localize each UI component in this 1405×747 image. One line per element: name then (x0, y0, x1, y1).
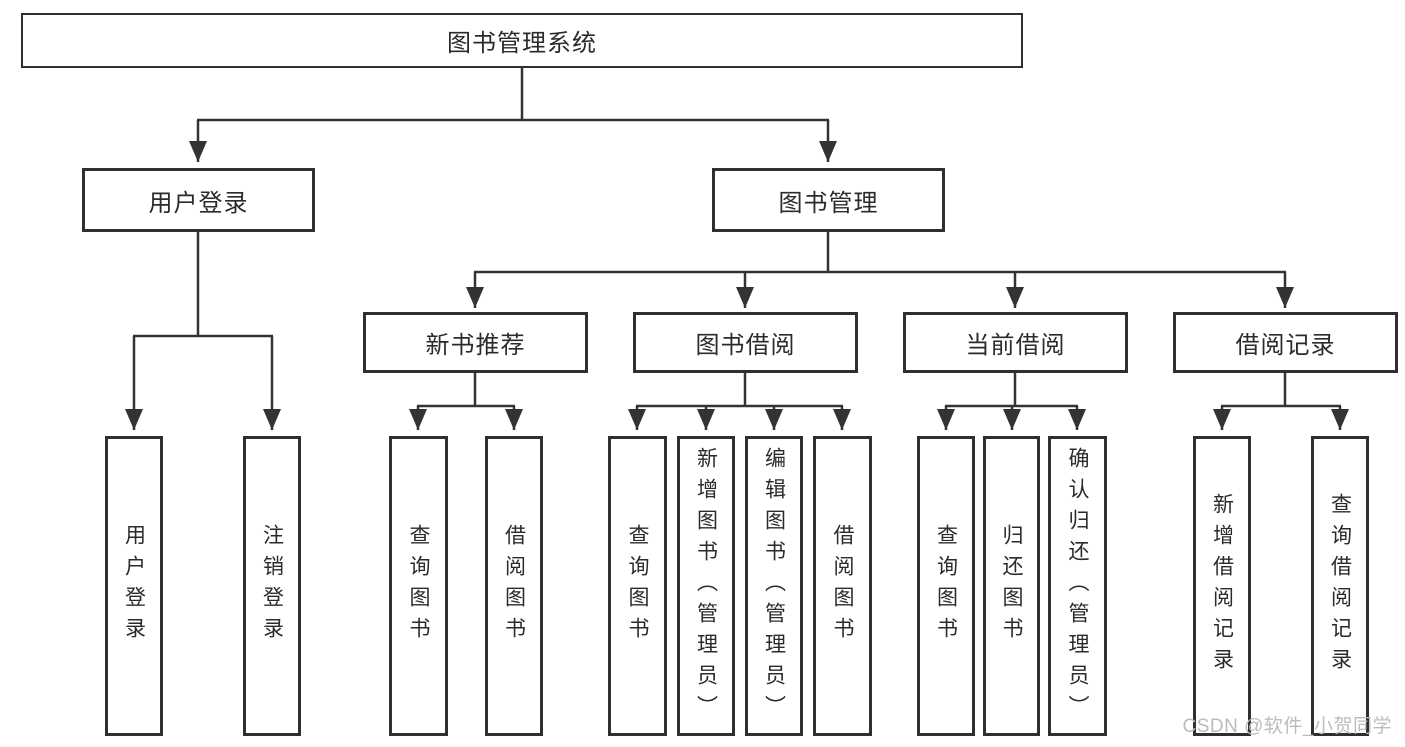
node-current-borrow: 当前借阅 (903, 312, 1128, 373)
leaf-borrow-books-recommend-label: 借阅图书 (502, 524, 526, 648)
leaf-confirm-return-admin-label: 确认归还（管理员） (1066, 446, 1089, 726)
leaf-query-books-current-label: 查询图书 (934, 524, 958, 648)
connector-lines (125, 68, 1349, 430)
leaf-edit-books-admin-label: 编辑图书（管理员） (762, 446, 786, 726)
leaf-logout-label: 注销登录 (260, 524, 284, 648)
leaf-add-borrow-record: 新增借阅记录 (1193, 436, 1251, 736)
leaf-query-books-recommend-label: 查询图书 (407, 524, 430, 648)
leaf-user-login-label: 用户登录 (122, 524, 146, 648)
leaf-query-books-current: 查询图书 (917, 436, 975, 736)
node-user-login: 用户登录 (82, 168, 315, 232)
leaf-query-borrow-record: 查询借阅记录 (1311, 436, 1369, 736)
leaf-return-books: 归还图书 (983, 436, 1040, 736)
node-book-management: 图书管理 (712, 168, 945, 232)
leaf-return-books-label: 归还图书 (1000, 524, 1023, 648)
leaf-edit-books-admin: 编辑图书（管理员） (745, 436, 803, 736)
leaf-borrow-books: 借阅图书 (813, 436, 872, 736)
node-library-management-system: 图书管理系统 (21, 13, 1023, 68)
watermark: CSDN @软件_小贺同学 (1182, 716, 1392, 737)
node-borrow-records-label: 借阅记录 (1235, 332, 1336, 359)
leaf-query-books-borrow-label: 查询图书 (626, 524, 649, 648)
leaf-confirm-return-admin: 确认归还（管理员） (1048, 436, 1107, 736)
node-library-management-system-label: 图书管理系统 (447, 30, 597, 57)
node-new-book-recommend: 新书推荐 (363, 312, 588, 373)
node-current-borrow-label: 当前借阅 (965, 332, 1066, 359)
leaf-add-books-admin: 新增图书（管理员） (677, 436, 735, 736)
leaf-borrow-books-label: 借阅图书 (831, 524, 854, 648)
leaf-query-books-recommend: 查询图书 (389, 436, 448, 736)
leaf-query-borrow-record-label: 查询借阅记录 (1328, 493, 1352, 679)
leaf-query-books-borrow: 查询图书 (608, 436, 667, 736)
node-book-borrow: 图书借阅 (633, 312, 858, 373)
node-book-management-label: 图书管理 (778, 189, 879, 217)
node-book-borrow-label: 图书借阅 (695, 332, 796, 359)
leaf-add-books-admin-label: 新增图书（管理员） (694, 446, 718, 726)
node-borrow-records: 借阅记录 (1173, 312, 1398, 373)
leaf-borrow-books-recommend: 借阅图书 (485, 436, 543, 736)
leaf-add-borrow-record-label: 新增借阅记录 (1210, 493, 1234, 679)
node-user-login-label: 用户登录 (148, 189, 249, 217)
node-new-book-recommend-label: 新书推荐 (425, 332, 526, 359)
leaf-logout: 注销登录 (243, 436, 301, 736)
leaf-user-login: 用户登录 (105, 436, 163, 736)
